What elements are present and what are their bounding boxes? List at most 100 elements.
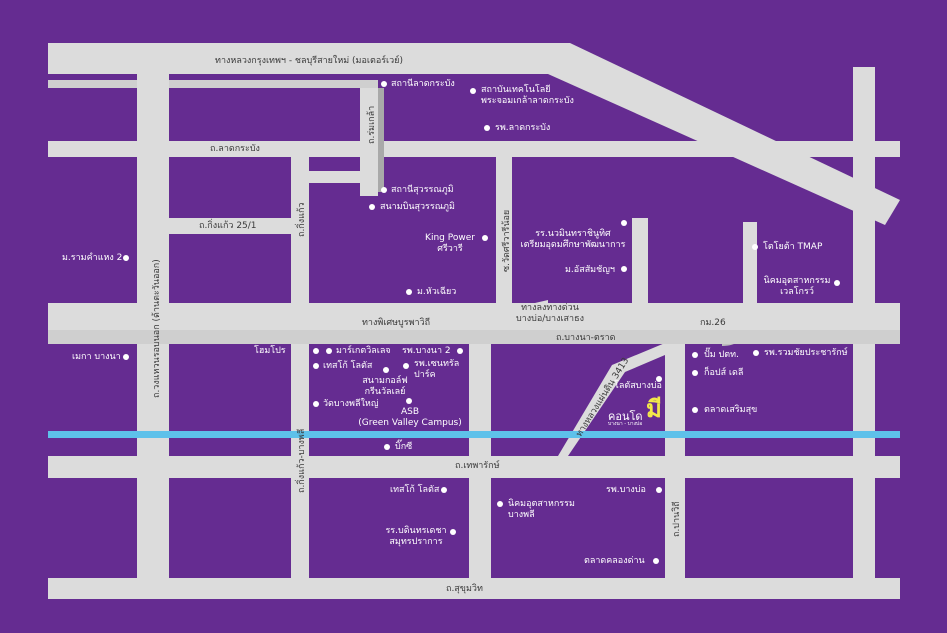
poi-dot (383, 367, 389, 373)
asb-campus: ASB (Green Valley Campus) (358, 407, 462, 428)
phiset-burapha-label: ทางพิเศษบูรพาวิถี (362, 318, 431, 328)
poi-dot (123, 255, 129, 261)
expressway-exit-label: ทางลงทางด่วน บางบ่อ/บางเสาธง (516, 303, 584, 324)
pan-withi-label: ถ.ปานวิถี (672, 501, 682, 537)
poi-dot (406, 289, 412, 295)
motorway-label: ทางหลวงกรุงเทพฯ - ชลบุรีสายใหม่ (มอเตอร์… (215, 56, 403, 66)
poi-dot (753, 350, 759, 356)
poi-dot (313, 348, 319, 354)
lat-krabang-hospital: รพ.ลาดกระบัง (495, 123, 551, 133)
sukhumvit-label: ถ.สุขุมวิท (446, 584, 483, 594)
global-house: ก็อปส์ เดลี (704, 368, 744, 378)
km26-label: กม.26 (700, 318, 726, 328)
side-road-2 (743, 222, 757, 303)
poi-dot (752, 244, 758, 250)
mega-bangna: เมกา บางนา (72, 352, 121, 362)
sukhumvit-road (48, 578, 900, 599)
tesco-lotus-2: เทสโก้ โลตัส (390, 485, 440, 495)
project-tagline: บางนา - บางบ่อ (608, 421, 643, 427)
poi-dot (692, 370, 698, 376)
rom-klao-connector (308, 171, 360, 183)
market-village: มาร์เกตวิลเลจ (336, 346, 391, 356)
king-kaeo-road (291, 157, 309, 303)
thepharak-label: ถ.เทพารักษ์ (455, 461, 500, 471)
golf-green-valley: สนามกอล์ฟ กรีนวัลเลย์ (362, 376, 408, 397)
bangna2-hospital: รพ.บางนา 2 (402, 346, 451, 356)
poi-dot (450, 529, 456, 535)
wat-sri-waree-road (496, 157, 512, 303)
bang-na-trat-label: ถ.บางนา-ตราด (556, 333, 616, 343)
toyota-tmap: โตโยต้า TMAP (763, 242, 823, 252)
phiset-burapha-expressway (48, 303, 900, 330)
bang-na-trat-road (48, 330, 900, 344)
bangphli-industrial: นิคมอุตสาหกรรม บางพลี (508, 499, 575, 520)
poi-dot (484, 125, 490, 131)
poi-dot (406, 398, 412, 404)
khlong-dan-market: ตลาดคลองด่าน (584, 556, 645, 566)
poi-dot (441, 487, 447, 493)
homepro: โฮมโปร (254, 346, 286, 356)
rom-klao-label: ถ.ร่มเกล้า (367, 105, 377, 144)
poi-dot (123, 354, 129, 360)
poi-dot (482, 235, 488, 241)
assumption: ม.อัสสัมชัญฯ (565, 265, 615, 275)
side-road-1 (632, 218, 648, 303)
rachaphat-hospital: รพ.รวมชัยประชารักษ์ (764, 348, 848, 358)
lat-krabang-station: สถานีลาดกระบัง (391, 79, 455, 89)
nawamin-school: รร.นวมินทราชินูทิศ เตรียมอุดมศึกษาพัฒนาก… (520, 229, 626, 250)
kmitl: สถาบันเทคโนโลยี พระจอมเกล้าลาดกระบัง (481, 85, 574, 106)
poi-dot (692, 407, 698, 413)
frontage-road (48, 80, 378, 88)
poi-dot (470, 88, 476, 94)
poi-dot (834, 280, 840, 286)
thepharak-road (48, 456, 900, 478)
motorway-road (48, 43, 570, 74)
poi-dot (656, 376, 662, 382)
king-kaeo-25-1-road (169, 218, 291, 234)
tesco-lotus-1: เทสโก้ โลตัส (323, 361, 373, 371)
ramkhamhaeng2: ม.รามคำแหง 2 (62, 253, 123, 263)
suvarnabhumi-airport: สนามบินสุวรรณภูมิ (380, 202, 455, 212)
poi-dot (621, 266, 627, 272)
king-kaeo-25-1-label: ถ.กิ่งแก้ว 25/1 (199, 221, 257, 231)
ptt-station: ปั๊ม ปตท. (704, 350, 739, 360)
rom-klao-road (360, 88, 378, 196)
poi-dot (656, 487, 662, 493)
poi-dot (653, 558, 659, 564)
lotus-bangbo: โลตัสบางบ่อ (614, 381, 662, 391)
central-park: รพ.เซนทรัล ปาร์ค (414, 359, 460, 380)
poi-dot (381, 187, 387, 193)
outer-ring-label: ถ.วงแหวนรอบนอก (ด้านตะวันออก) (152, 259, 162, 398)
poi-dot (403, 363, 409, 369)
poi-dot (369, 204, 375, 210)
project-name: คอนโด (608, 410, 643, 423)
poi-dot (692, 352, 698, 358)
king-kaeo-bang-phli-label: ถ.กิ่งแก้ว-บางพลี (297, 428, 307, 493)
poi-dot (497, 501, 503, 507)
wat-bangphli-yai: วัดบางพลีใหญ่ (323, 399, 379, 409)
project-logo: คอนโด มี บางนา - บางบ่อ (608, 397, 668, 431)
suvarnabhumi-station: สถานีสุวรรณภูมิ (391, 185, 454, 195)
king-power: King Power ศรีวารี (425, 233, 475, 254)
poi-dot (621, 220, 627, 226)
king-kaeo-label: ถ.กิ่งแก้ว (297, 202, 307, 237)
poi-dot (313, 363, 319, 369)
welgrow: นิคมอุตสาหกรรม เวลโกรว์ (763, 276, 831, 297)
lat-krabang-label: ถ.ลาดกระบัง (210, 144, 260, 154)
poi-dot (313, 401, 319, 407)
sermsuk-market: ตลาดเสริมสุข (704, 405, 758, 415)
poi-dot (326, 348, 332, 354)
school-samut: รร.บดินทรเดชา สมุทรปราการ (385, 526, 447, 547)
wat-sri-waree-label: ซ.วัดศรีวารีน้อย (502, 209, 512, 272)
lat-krabang-road (48, 141, 900, 157)
rail-link (378, 88, 384, 192)
poi-dot (384, 444, 390, 450)
bangbo-hospital: รพ.บางบ่อ (606, 485, 646, 495)
big-c: บิ๊กซี (395, 442, 413, 452)
poi-dot (457, 348, 463, 354)
hua-chiew: ม.หัวเฉียว (417, 287, 457, 297)
rail-line (48, 431, 900, 438)
poi-dot (381, 81, 387, 87)
project-brand: มี (646, 395, 662, 423)
